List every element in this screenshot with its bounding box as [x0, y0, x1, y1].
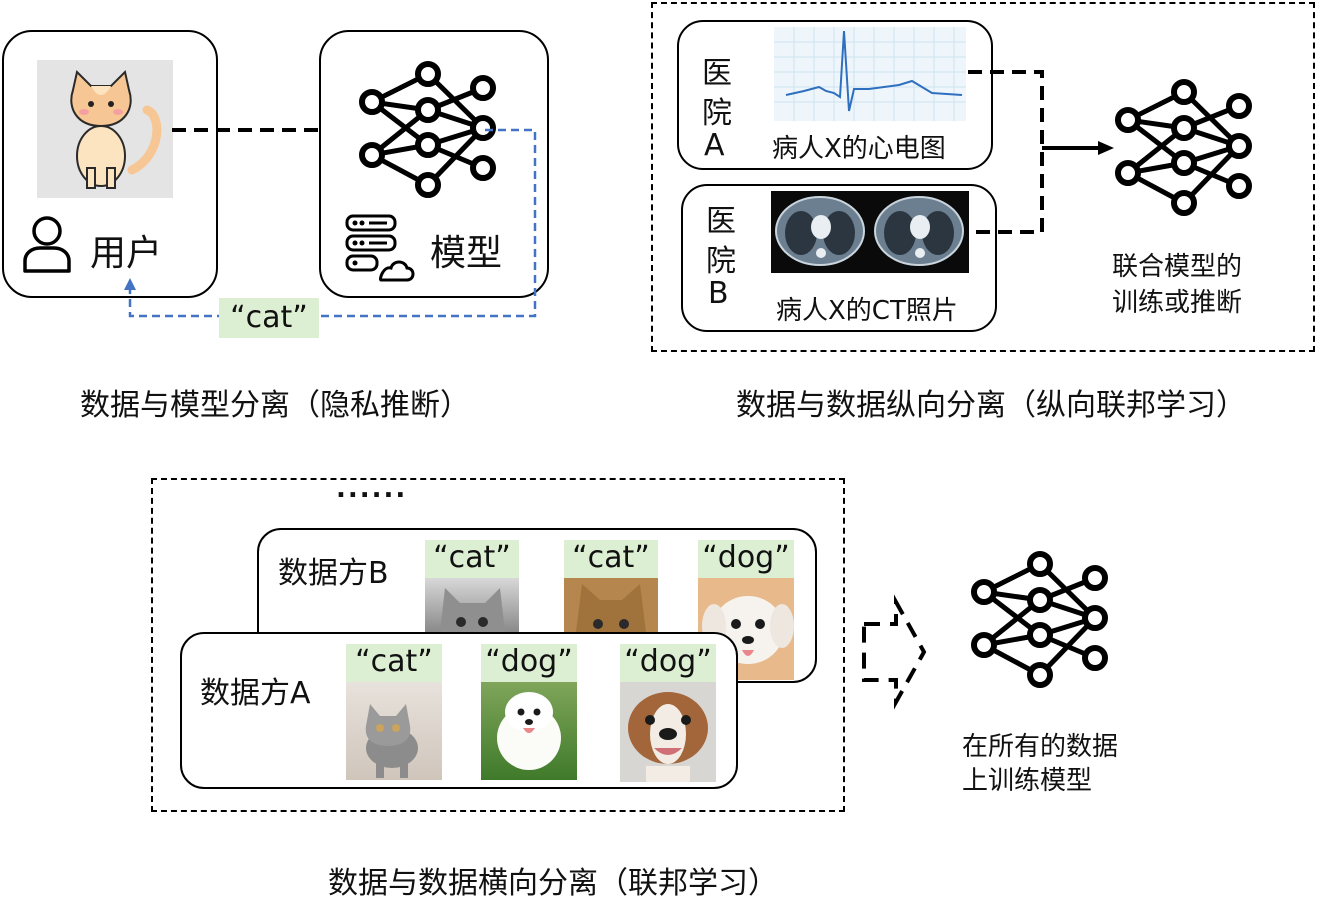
hospital-b-label-2: 院: [706, 244, 736, 279]
party-a-dog-image-2: [620, 682, 716, 782]
horizontal-frame: [151, 478, 845, 812]
cat-face-icon: [440, 588, 505, 632]
hospital-a-label-3: A: [704, 128, 725, 163]
party-a-dog-image-1: [481, 682, 577, 780]
party-b-label: 数据方B: [278, 556, 389, 591]
hospital-a-label-1: 医: [702, 56, 732, 91]
party-b-tag-3: “dog”: [698, 540, 794, 578]
party-b-tag-2: “cat”: [564, 540, 658, 578]
party-a-tag-2: “dog”: [481, 644, 577, 682]
joint-model-label-2: 训练或推断: [1112, 288, 1243, 318]
ecg-image: [774, 27, 966, 121]
joint-model-label-1: 联合模型的: [1112, 252, 1243, 282]
dashed-join-arrow: [968, 70, 1114, 234]
party-b-cat-image-1: [425, 578, 519, 632]
party-a-label: 数据方A: [200, 676, 311, 711]
cat-icon: [70, 70, 162, 189]
hospital-b-label-1: 医: [706, 204, 736, 239]
hospital-a-label-2: 院: [702, 96, 732, 131]
cat-face-icon: [576, 584, 646, 632]
user-label: 用户: [90, 233, 163, 274]
dog-icon: [497, 692, 561, 770]
vertical-frame: [651, 2, 1315, 352]
joint-neural-network-icon: [1114, 78, 1254, 218]
horizontal-model-label-2: 上训练模型: [962, 766, 1093, 796]
ellipsis: ......: [336, 474, 408, 504]
ecg-label: 病人X的心电图: [772, 134, 946, 164]
party-b-tag-1: “cat”: [425, 540, 519, 578]
party-b-cat-image-2: [564, 578, 658, 632]
horizontal-caption: 数据与数据横向分离（联邦学习）: [328, 866, 778, 901]
inference-caption: 数据与模型分离（隐私推断）: [80, 388, 470, 423]
party-a-tag-3: “dog”: [620, 644, 716, 682]
bulldog-icon: [628, 692, 708, 782]
horizontal-neural-network-icon: [970, 550, 1110, 690]
dashed-block-arrow: [862, 594, 927, 710]
cat-image: [37, 60, 173, 198]
kitten-icon: [365, 704, 418, 778]
party-a-tag-1: “cat”: [346, 644, 442, 682]
horizontal-model-label-1: 在所有的数据: [962, 732, 1119, 762]
server-cloud-icon: [345, 214, 415, 282]
hospital-b-label-3: B: [708, 276, 729, 311]
feedback-path: [124, 128, 537, 318]
user-icon: [23, 216, 71, 273]
party-a-cat-image: [346, 682, 442, 780]
ct-image: [771, 191, 969, 273]
model-label: 模型: [430, 233, 503, 274]
returned-cat-label: “cat”: [219, 298, 319, 338]
ct-label: 病人X的CT照片: [776, 296, 958, 326]
vertical-caption: 数据与数据纵向分离（纵向联邦学习）: [736, 388, 1246, 423]
